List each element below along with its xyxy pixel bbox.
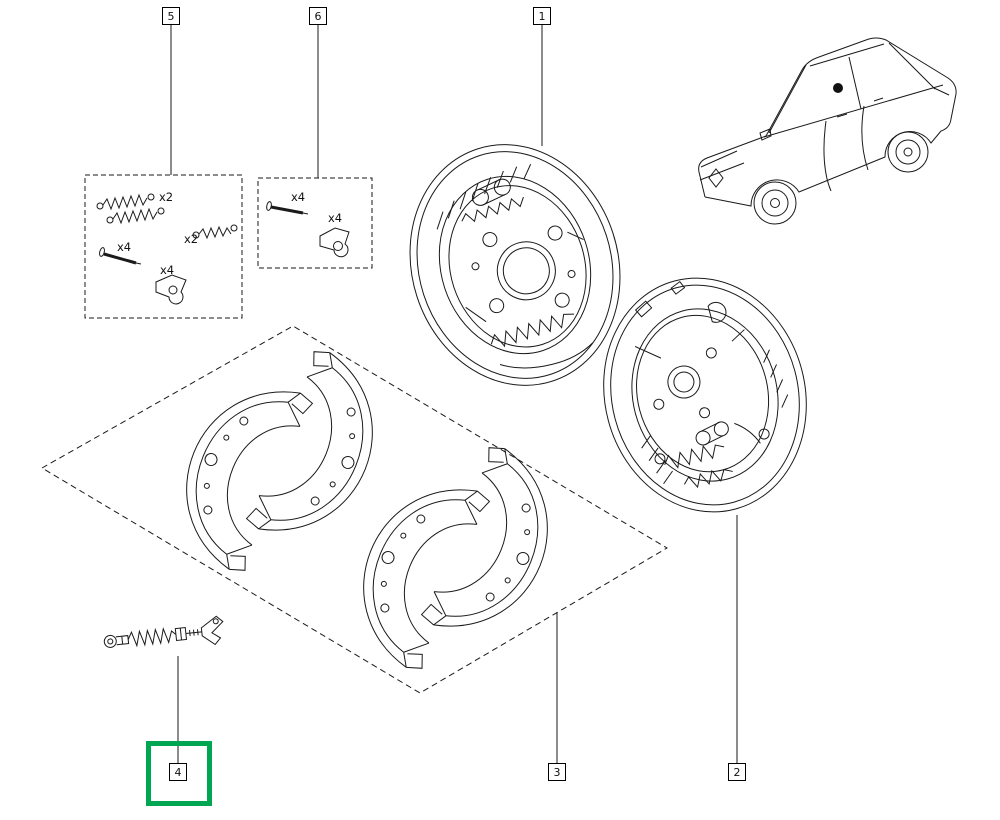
backing-plate-1[interactable] [379, 117, 650, 413]
car-trunk-line [934, 88, 949, 95]
quantity-label: x4 [160, 263, 174, 277]
car-front-wheel-rim [762, 190, 788, 216]
hub-hole [490, 234, 563, 307]
car-headlight-line [701, 151, 737, 167]
wheel-cylinder [713, 420, 730, 437]
upper-spring-sketch [460, 195, 526, 225]
callout-5[interactable]: 5 [162, 7, 180, 25]
car-rocker-line [705, 131, 941, 206]
lining-hatch [426, 162, 540, 229]
car-roofline [810, 44, 884, 66]
quantity-label: x4 [291, 190, 305, 204]
car-brand-lozenge [709, 169, 723, 187]
brake-shoe-1[interactable] [157, 363, 315, 576]
callout-4[interactable]: 4 [169, 763, 187, 781]
car-a-pillar [769, 65, 806, 133]
car-front-wheel-hub [771, 199, 780, 208]
car-front-wheel [754, 182, 796, 224]
brake-shoe-2[interactable] [244, 346, 402, 559]
hardware-kit-6[interactable] [258, 178, 372, 268]
hub-hole [664, 362, 703, 401]
location-marker-dot [833, 83, 843, 93]
spring-sketch-2 [683, 466, 734, 491]
callout-3[interactable]: 3 [548, 763, 566, 781]
car-bumper-line [700, 163, 744, 180]
car-c-pillar [889, 43, 935, 89]
kit6-clip [320, 228, 349, 257]
car-door-handle-front [837, 114, 847, 117]
selection-highlight [146, 741, 212, 806]
callout-2[interactable]: 2 [728, 763, 746, 781]
lining-hatch-left [639, 432, 675, 487]
quantity-label: x4 [117, 240, 131, 254]
car-rear-door-line [862, 106, 868, 170]
shoe-kit-boundary [42, 326, 667, 693]
car-rear-wheel-hub [904, 148, 912, 156]
car-front-door-line [824, 121, 831, 191]
spring-sketch-1 [663, 441, 727, 471]
quantity-label: x4 [328, 211, 342, 225]
kit5-boundary [85, 175, 242, 318]
hold-down-pin [99, 247, 141, 264]
callout-1[interactable]: 1 [533, 7, 551, 25]
kit6-pin [266, 201, 308, 214]
quantity-label: x2 [159, 190, 173, 204]
hold-down-clip [156, 275, 186, 304]
top-tab-2 [670, 281, 685, 295]
hardware-kit-5[interactable] [85, 175, 242, 318]
adjuster-spring [127, 628, 176, 647]
kit6-boundary [258, 178, 372, 268]
long-return-spring-b [107, 208, 164, 223]
long-return-spring-a [97, 194, 154, 209]
quantity-label: x2 [184, 232, 198, 246]
car-b-pillar [849, 57, 861, 109]
adjuster-fork [200, 616, 225, 646]
car-mirror [760, 129, 771, 140]
car-rear-wheel-rim [896, 140, 920, 164]
lower-spring-sketch [489, 309, 577, 350]
car-rear-wheel [888, 132, 928, 172]
lining-hatch-right [761, 348, 791, 409]
short-return-spring [193, 225, 237, 238]
callout-6[interactable]: 6 [309, 7, 327, 25]
brake-shoe-4[interactable] [419, 442, 577, 655]
brake-shoe-kit[interactable] [42, 326, 667, 693]
vehicle-illustration [699, 38, 956, 224]
adjuster-assembly[interactable] [103, 616, 225, 656]
car-body-outline [699, 38, 956, 197]
car-door-handle-rear [874, 98, 883, 101]
car-beltline [764, 85, 943, 137]
top-tab-1 [634, 300, 653, 318]
d-shaped-hole [708, 300, 729, 323]
backing-plate-2[interactable] [578, 255, 832, 535]
brake-shoe-3[interactable] [334, 461, 492, 674]
